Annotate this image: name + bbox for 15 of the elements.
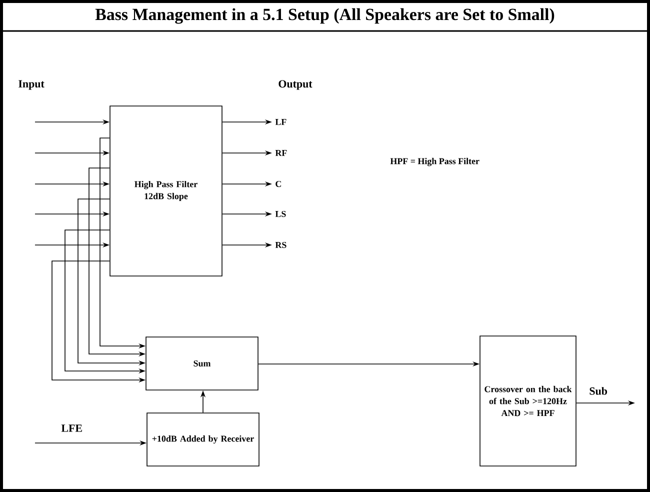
block-box: High Pass Filter 12dB Slope [110, 106, 222, 276]
label: Input [18, 80, 44, 90]
edge-label: Sub [588, 386, 608, 396]
edge-label: RS [274, 240, 288, 249]
edge-label: LFE [60, 424, 84, 433]
edge-label: RF [274, 149, 288, 157]
edge-label: LS [274, 210, 288, 218]
label: HPF = High Pass Filter [390, 158, 480, 166]
title: Bass Management in a 5.1 Setup (All Speakers are Set to Small) [95, 8, 554, 24]
edge-label: LF [274, 118, 288, 126]
label: Output [278, 80, 312, 90]
block-box: Crossover on the back of the Sub >=120Hz AND >= HPF [480, 336, 576, 466]
edge-label: C [274, 180, 283, 188]
block-box: +10dB Added by Receiver [146, 412, 260, 466]
block-box: Sum [146, 336, 258, 390]
